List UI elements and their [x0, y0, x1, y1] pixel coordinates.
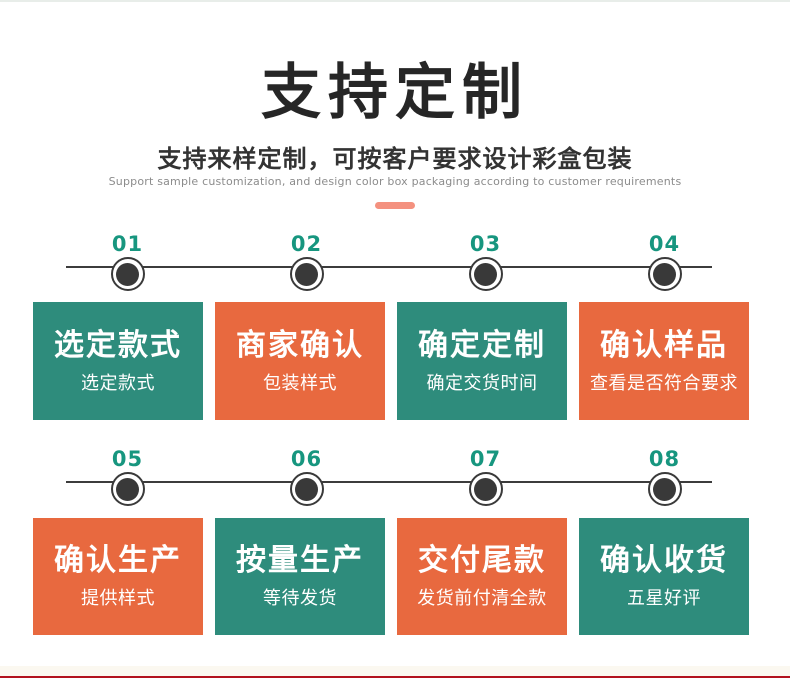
- process-card-merchant-confirm: 商家确认 包装样式: [215, 302, 385, 420]
- step-number: 03: [469, 232, 502, 256]
- accent-divider: [375, 202, 415, 209]
- step-number: 02: [290, 232, 323, 256]
- step-number: 05: [111, 447, 144, 471]
- card-title: 交付尾款: [418, 543, 546, 579]
- card-subtitle: 等待发货: [263, 588, 337, 610]
- timeline-dot-icon: [289, 472, 324, 506]
- cards-row-1: 选定款式 选定款式 商家确认 包装样式 确定定制 确定交货时间 确认样品 查看是…: [33, 302, 749, 420]
- card-subtitle: 发货前付清全款: [417, 588, 547, 610]
- bottom-section-band: [0, 666, 790, 676]
- step-03: 03: [396, 230, 575, 300]
- process-card-confirm-production: 确认生产 提供样式: [33, 518, 203, 635]
- timeline-dot-icon: [110, 472, 145, 506]
- step-02: 02: [217, 230, 396, 300]
- top-section-edge: [0, 0, 790, 2]
- card-subtitle: 确定交货时间: [426, 372, 538, 394]
- process-card-pay-balance: 交付尾款 发货前付清全款: [397, 518, 567, 635]
- timeline-dot-icon: [647, 472, 682, 506]
- card-title: 按量生产: [236, 543, 364, 579]
- cards-row-2: 确认生产 提供样式 按量生产 等待发货 交付尾款 发货前付清全款 确认收货 五星…: [33, 518, 749, 635]
- timeline-line: [66, 481, 712, 483]
- step-number: 07: [469, 447, 502, 471]
- process-card-select-style: 选定款式 选定款式: [33, 302, 203, 420]
- card-subtitle: 查看是否符合要求: [590, 372, 738, 394]
- card-title: 商家确认: [236, 327, 364, 363]
- timeline-dot-icon: [289, 257, 324, 291]
- process-card-confirm-customization: 确定定制 确定交货时间: [397, 302, 567, 420]
- card-title: 选定款式: [54, 327, 182, 363]
- step-number: 01: [111, 232, 144, 256]
- card-subtitle: 包装样式: [263, 372, 337, 394]
- steps-row-1: 01 02 03 04: [0, 230, 790, 300]
- timeline-dot-icon: [468, 472, 503, 506]
- step-08: 08: [575, 445, 754, 515]
- card-subtitle: 五星好评: [627, 588, 701, 610]
- step-06: 06: [217, 445, 396, 515]
- card-title: 确认收货: [600, 543, 728, 579]
- timeline-dot-icon: [647, 257, 682, 291]
- step-05: 05: [38, 445, 217, 515]
- timeline-dot-icon: [468, 257, 503, 291]
- process-card-confirm-sample: 确认样品 查看是否符合要求: [579, 302, 749, 420]
- card-title: 确定定制: [418, 327, 546, 363]
- card-title: 确认生产: [54, 543, 182, 579]
- page-subtitle-english: Support sample customization, and design…: [108, 175, 682, 188]
- page-title: 支持定制: [261, 58, 529, 128]
- process-card-confirm-receipt: 确认收货 五星好评: [579, 518, 749, 635]
- step-01: 01: [38, 230, 217, 300]
- step-number: 08: [648, 447, 681, 471]
- card-subtitle: 提供样式: [81, 588, 155, 610]
- step-number: 06: [290, 447, 323, 471]
- card-title: 确认样品: [600, 327, 728, 363]
- card-subtitle: 选定款式: [81, 372, 155, 394]
- step-07: 07: [396, 445, 575, 515]
- timeline-dot-icon: [110, 257, 145, 291]
- step-04: 04: [575, 230, 754, 300]
- bottom-section-edge: [0, 676, 790, 678]
- page-subtitle: 支持来样定制，可按客户要求设计彩盒包装: [157, 145, 633, 173]
- process-card-produce-by-quantity: 按量生产 等待发货: [215, 518, 385, 635]
- timeline-line: [66, 266, 712, 268]
- step-number: 04: [648, 232, 681, 256]
- steps-row-2: 05 06 07 08: [0, 445, 790, 515]
